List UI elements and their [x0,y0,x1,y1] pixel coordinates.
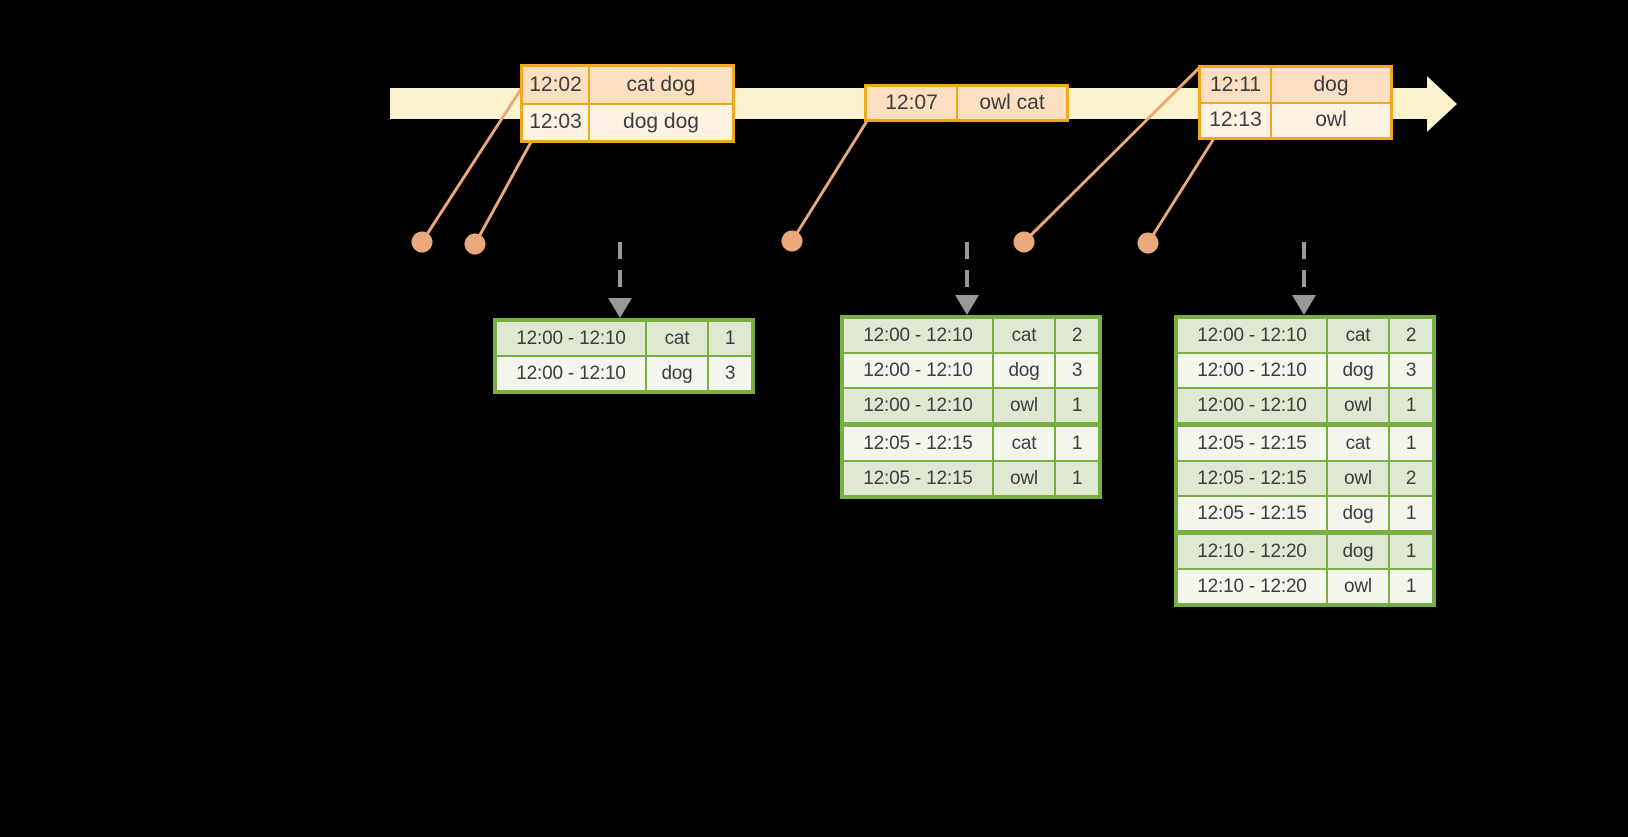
word-cell: owl [1326,568,1390,606]
trigger-arrows [608,242,1316,318]
event-dot [1013,231,1035,253]
event-words: owl cat [958,87,1066,119]
window-cell: 12:00 - 12:10 [494,355,647,393]
event-connector-line [790,119,869,243]
count-cell: 1 [1388,422,1435,462]
trigger-arrow-head-icon [1292,295,1316,315]
event-time: 12:11 [1201,68,1270,102]
word-cell: dog [1326,530,1390,570]
event-box-1207: 12:07 owl cat [864,84,1069,122]
event-time-dots [411,230,1159,255]
event-words: cat dog [590,67,732,103]
window-cell: 12:00 - 12:10 [1175,387,1328,426]
event-box-1202-1203: 12:02 cat dog 12:03 dog dog [520,64,735,143]
word-cell: cat [992,316,1056,354]
window-cell: 12:00 - 12:10 [1175,352,1328,389]
word-cell: dog [645,355,709,393]
word-cell: cat [1326,422,1390,462]
count-cell: 1 [707,319,754,357]
count-cell: 1 [1054,460,1101,498]
word-cell: cat [1326,316,1390,354]
window-cell: 12:10 - 12:20 [1175,530,1328,570]
event-dot [1137,232,1159,254]
word-cell: cat [992,422,1056,462]
event-connector-lines [420,65,1215,246]
count-cell: 2 [1054,316,1101,354]
window-cell: 12:00 - 12:10 [841,316,994,354]
count-cell: 2 [1388,460,1435,497]
window-cell: 12:00 - 12:10 [494,319,647,357]
event-dot [411,231,433,253]
window-cell: 12:00 - 12:10 [1175,316,1328,354]
event-box-1211-1213: 12:11 dog 12:13 owl [1198,65,1393,140]
window-cell: 12:05 - 12:15 [1175,422,1328,462]
event-dot [464,233,486,255]
count-cell: 1 [1388,568,1435,606]
window-cell: 12:05 - 12:15 [841,422,994,462]
word-cell: dog [1326,495,1390,534]
event-time: 12:03 [523,104,588,140]
word-cell: dog [1326,352,1390,389]
event-words: owl [1272,103,1390,137]
event-time: 12:02 [523,67,588,103]
window-cell: 12:05 - 12:15 [1175,495,1328,534]
count-cell: 1 [1388,387,1435,426]
event-words: dog [1272,68,1390,102]
event-time: 12:13 [1201,103,1270,137]
event-words: dog dog [590,104,732,140]
event-connector-line [1022,65,1202,244]
count-cell: 1 [1388,530,1435,570]
event-dot [781,230,803,252]
event-time: 12:07 [867,87,956,119]
word-cell: owl [992,460,1056,498]
word-cell: owl [1326,460,1390,497]
window-cell: 12:00 - 12:10 [841,352,994,389]
count-cell: 3 [1054,352,1101,389]
count-cell: 3 [1388,352,1435,389]
count-cell: 1 [1054,422,1101,462]
word-cell: owl [1326,387,1390,426]
word-cell: cat [645,319,709,357]
count-cell: 2 [1388,316,1435,354]
count-cell: 1 [1054,387,1101,426]
timeline-arrowhead-icon [1427,76,1457,132]
word-cell: owl [992,387,1056,426]
event-connector-line [1146,138,1215,245]
window-cell: 12:10 - 12:20 [1175,568,1328,606]
count-cell: 3 [707,355,754,393]
window-cell: 12:05 - 12:15 [1175,460,1328,497]
trigger-arrow-head-icon [955,295,979,315]
event-connector-line [420,84,525,244]
event-connector-line [473,140,533,246]
count-cell: 1 [1388,495,1435,534]
trigger-arrow-head-icon [608,298,632,318]
window-cell: 12:05 - 12:15 [841,460,994,498]
window-cell: 12:00 - 12:10 [841,387,994,426]
word-cell: dog [992,352,1056,389]
